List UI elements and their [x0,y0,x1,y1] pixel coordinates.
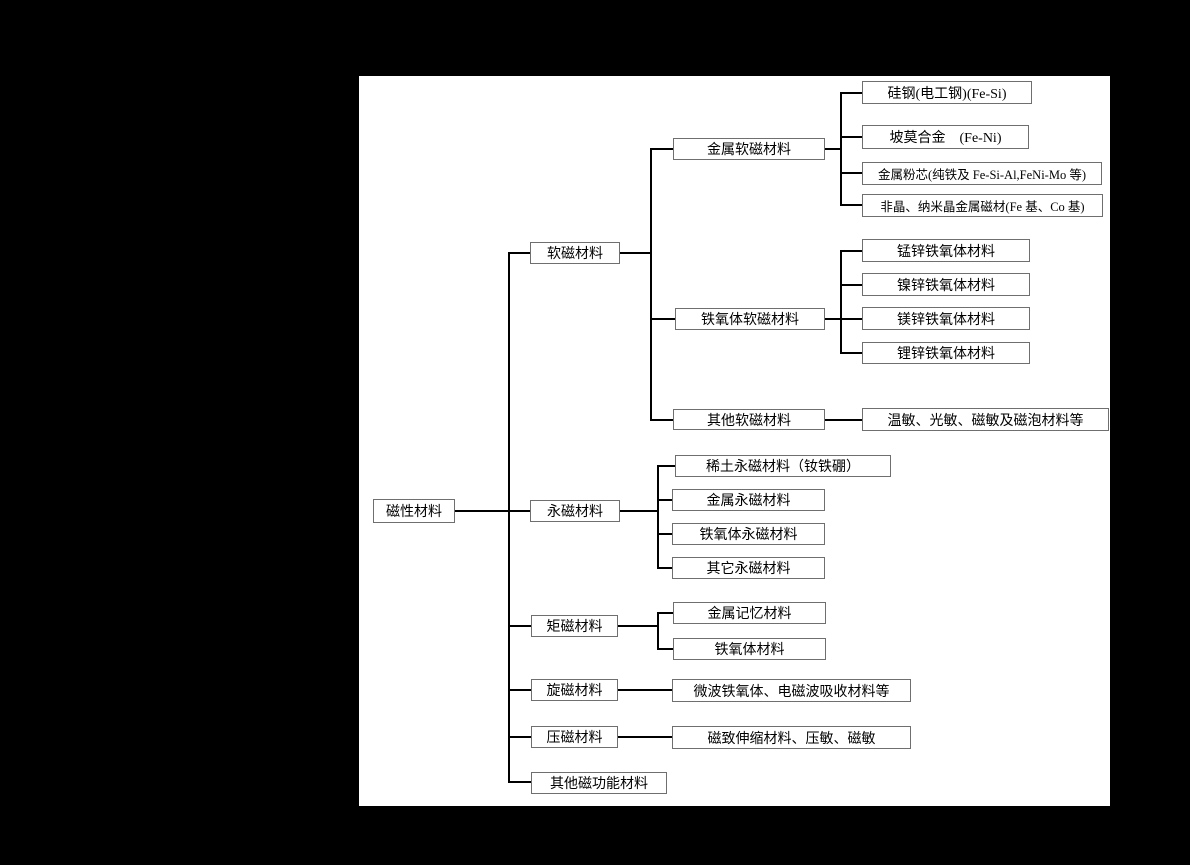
connector-to-other-soft [650,419,673,421]
connector-to-ni-zn [840,284,862,286]
connector-to-other-functional [508,781,532,783]
connector-metal-soft-to-spine [825,148,840,150]
connector-to-metal-soft [650,148,673,150]
connector-to-other-permanent [657,567,672,569]
node-metal-permanent: 金属永磁材料 [672,489,825,511]
node-other-soft-magnetic: 其他软磁材料 [673,409,825,430]
connector-to-metal-memory [657,612,673,614]
connector-to-soft-magnetic [508,252,531,254]
node-ni-zn-ferrite: 镍锌铁氧体材料 [862,273,1030,296]
node-metal-powder-core: 金属粉芯(纯铁及 Fe-Si-Al,FeNi-Mo 等) [862,162,1102,185]
node-li-zn-ferrite: 锂锌铁氧体材料 [862,342,1030,364]
connector-metal-soft-spine [840,92,842,206]
node-other-magnetic-functional: 其他磁功能材料 [531,772,667,794]
node-magnetostrictive: 磁致伸缩材料、压敏、磁敏 [672,726,911,749]
node-metal-soft-magnetic: 金属软磁材料 [673,138,825,160]
node-rectangular-magnetic: 矩磁材料 [531,615,618,637]
node-permalloy: 坡莫合金 (Fe-Ni) [862,125,1029,149]
node-sensitive-materials: 温敏、光敏、磁敏及磁泡材料等 [862,408,1109,431]
connector-to-li-zn [840,352,862,354]
node-piezomagnetic: 压磁材料 [531,726,618,748]
connector-to-metal-permanent [657,499,672,501]
connector-to-ferrite-soft [650,318,675,320]
connector-permanent-spine [657,465,659,569]
node-microwave-ferrite-absorber: 微波铁氧体、电磁波吸收材料等 [672,679,911,702]
connector-to-amorphous [840,204,862,206]
node-ferrite-materials: 铁氧体材料 [673,638,826,660]
connector-soft-to-spine [620,252,650,254]
connector-other-soft-to-sensitive [825,419,862,421]
node-mn-zn-ferrite: 锰锌铁氧体材料 [862,239,1030,262]
node-ferrite-permanent: 铁氧体永磁材料 [672,523,825,545]
node-gyromagnetic: 旋磁材料 [531,679,618,701]
node-metal-memory: 金属记忆材料 [673,602,826,624]
connector-to-mn-zn [840,250,862,252]
node-permanent-magnetic: 永磁材料 [530,500,620,522]
diagram-canvas: 磁性材料 软磁材料 永磁材料 矩磁材料 旋磁材料 压磁材料 其他磁功能材料 金属… [359,76,1110,806]
node-ferrite-soft-magnetic: 铁氧体软磁材料 [675,308,825,330]
connector-to-gyromagnetic [508,689,532,691]
connector-to-silicon-steel [840,92,862,94]
node-mg-zn-ferrite: 镁锌铁氧体材料 [862,307,1030,330]
connector-to-mg-zn [840,318,862,320]
node-other-permanent: 其它永磁材料 [672,557,825,579]
connector-gyro-to-microwave [618,689,672,691]
connector-to-metal-powder-core [840,172,862,174]
node-silicon-steel: 硅钢(电工钢)(Fe-Si) [862,81,1032,104]
connector-ferrite-soft-to-spine [825,318,840,320]
connector-soft-spine [650,148,652,421]
node-magnetic-materials: 磁性材料 [373,499,455,523]
connector-permanent-to-spine [620,510,657,512]
connector-root-to-level1 [455,510,530,512]
connector-ferrite-soft-spine [840,250,842,354]
connector-to-ferrite-materials [657,648,673,650]
node-rare-earth-permanent: 稀土永磁材料（钕铁硼） [675,455,891,477]
node-amorphous-nanocrystalline: 非晶、纳米晶金属磁材(Fe 基、Co 基) [862,194,1103,217]
connector-rectangular-spine [657,612,659,650]
connector-to-permalloy [840,136,862,138]
connector-main-spine [508,252,510,783]
connector-to-ferrite-permanent [657,533,672,535]
connector-to-rare-earth [657,465,675,467]
node-soft-magnetic: 软磁材料 [530,242,620,264]
connector-piezo-to-magnetostrictive [618,736,672,738]
connector-to-piezomagnetic [508,736,532,738]
connector-rectangular-to-spine [618,625,657,627]
connector-to-rectangular-magnetic [508,625,532,627]
